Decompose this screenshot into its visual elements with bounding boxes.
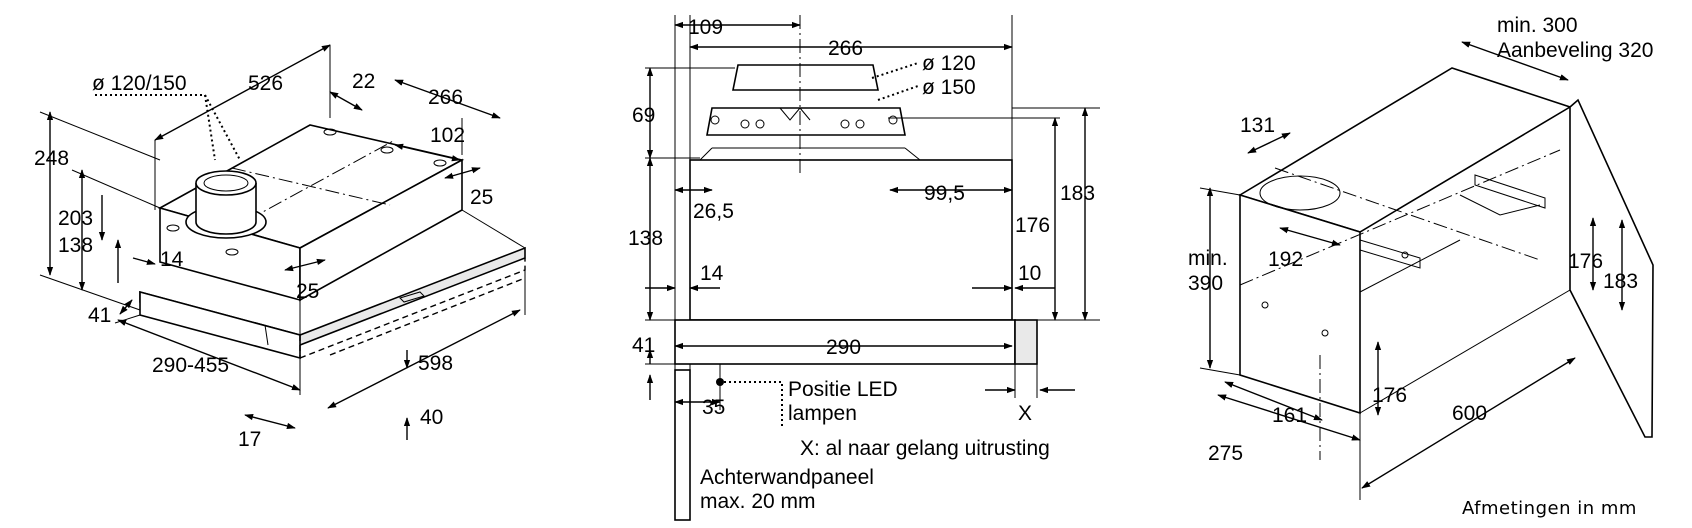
- label-390: 390: [1188, 272, 1223, 295]
- label-40: 40: [420, 406, 443, 429]
- label-109: 109: [688, 16, 723, 39]
- x-marker: X: [1018, 402, 1032, 425]
- panel-note-line1: Achterwandpaneel: [700, 466, 874, 489]
- label-600: 600: [1452, 402, 1487, 425]
- label-203: 203: [58, 207, 93, 230]
- front-trim-x: [1014, 319, 1038, 365]
- back-wall-panel: [674, 369, 691, 521]
- label-min300: min. 300: [1497, 14, 1578, 37]
- label-aanbeveling: Aanbeveling 320: [1497, 39, 1653, 62]
- label-248: 248: [34, 147, 69, 170]
- panel-note-line2: max. 20 mm: [700, 490, 816, 513]
- hood-housing: [689, 159, 1013, 321]
- label-526: 526: [248, 72, 283, 95]
- x-note: X: al naar gelang uitrusting: [800, 437, 1050, 460]
- label-99-5: 99,5: [924, 182, 965, 205]
- label-138: 138: [58, 234, 93, 257]
- label-35: 35: [702, 396, 725, 419]
- label-266-mid: 266: [828, 37, 863, 60]
- label-102: 102: [430, 124, 465, 147]
- label-d120: ø 120: [922, 52, 976, 75]
- label-266: 266: [428, 86, 463, 109]
- left-isometric-view: ø 120/150 526 22 266 102 248 203 138 14 …: [34, 44, 526, 451]
- label-598: 598: [418, 352, 453, 375]
- label-10: 10: [1018, 262, 1041, 285]
- label-14-mid: 14: [700, 262, 724, 285]
- mount-bracket: [706, 107, 906, 136]
- label-d150: ø 150: [922, 76, 976, 99]
- label-176a: 176: [1568, 250, 1603, 273]
- led-note-line1: Positie LED: [788, 378, 898, 401]
- label-25a: 25: [470, 186, 493, 209]
- duct-top-view: [732, 64, 879, 91]
- label-d120-150: ø 120/150: [92, 72, 187, 95]
- label-131: 131: [1240, 114, 1275, 137]
- label-14: 14: [160, 248, 184, 271]
- led-note-line2: lampen: [788, 402, 857, 425]
- label-290: 290: [826, 336, 861, 359]
- label-183-right: 183: [1603, 270, 1638, 293]
- label-41-mid: 41: [632, 334, 655, 357]
- label-26-5: 26,5: [693, 200, 734, 223]
- units-caption: Afmetingen in mm: [1462, 498, 1637, 519]
- middle-side-view: 109 266 ø 120 ø 150 69 138 26,5 99,5 176…: [628, 15, 1100, 521]
- label-17: 17: [238, 428, 261, 451]
- label-176b: 176: [1372, 384, 1407, 407]
- label-min: min.: [1188, 247, 1228, 270]
- label-192: 192: [1268, 248, 1303, 271]
- label-22: 22: [352, 70, 375, 93]
- label-183-mid: 183: [1060, 182, 1095, 205]
- cabinet-top: [1238, 67, 1572, 233]
- label-69: 69: [632, 104, 655, 127]
- label-161: 161: [1272, 404, 1307, 427]
- front-slide-panel: [674, 319, 1016, 365]
- label-275: 275: [1208, 442, 1243, 465]
- label-138-mid: 138: [628, 227, 663, 250]
- label-176-mid: 176: [1015, 214, 1050, 237]
- cabinet-front-panel: [1239, 193, 1361, 415]
- label-25b: 25: [296, 280, 319, 303]
- label-290-455: 290-455: [152, 354, 229, 377]
- label-41: 41: [88, 304, 111, 327]
- cabinet-door: [1569, 98, 1654, 438]
- right-cabinet-view: min. 300 Aanbeveling 320 131 192 min. 39…: [1188, 14, 1654, 519]
- duct-cylinder: [195, 183, 257, 235]
